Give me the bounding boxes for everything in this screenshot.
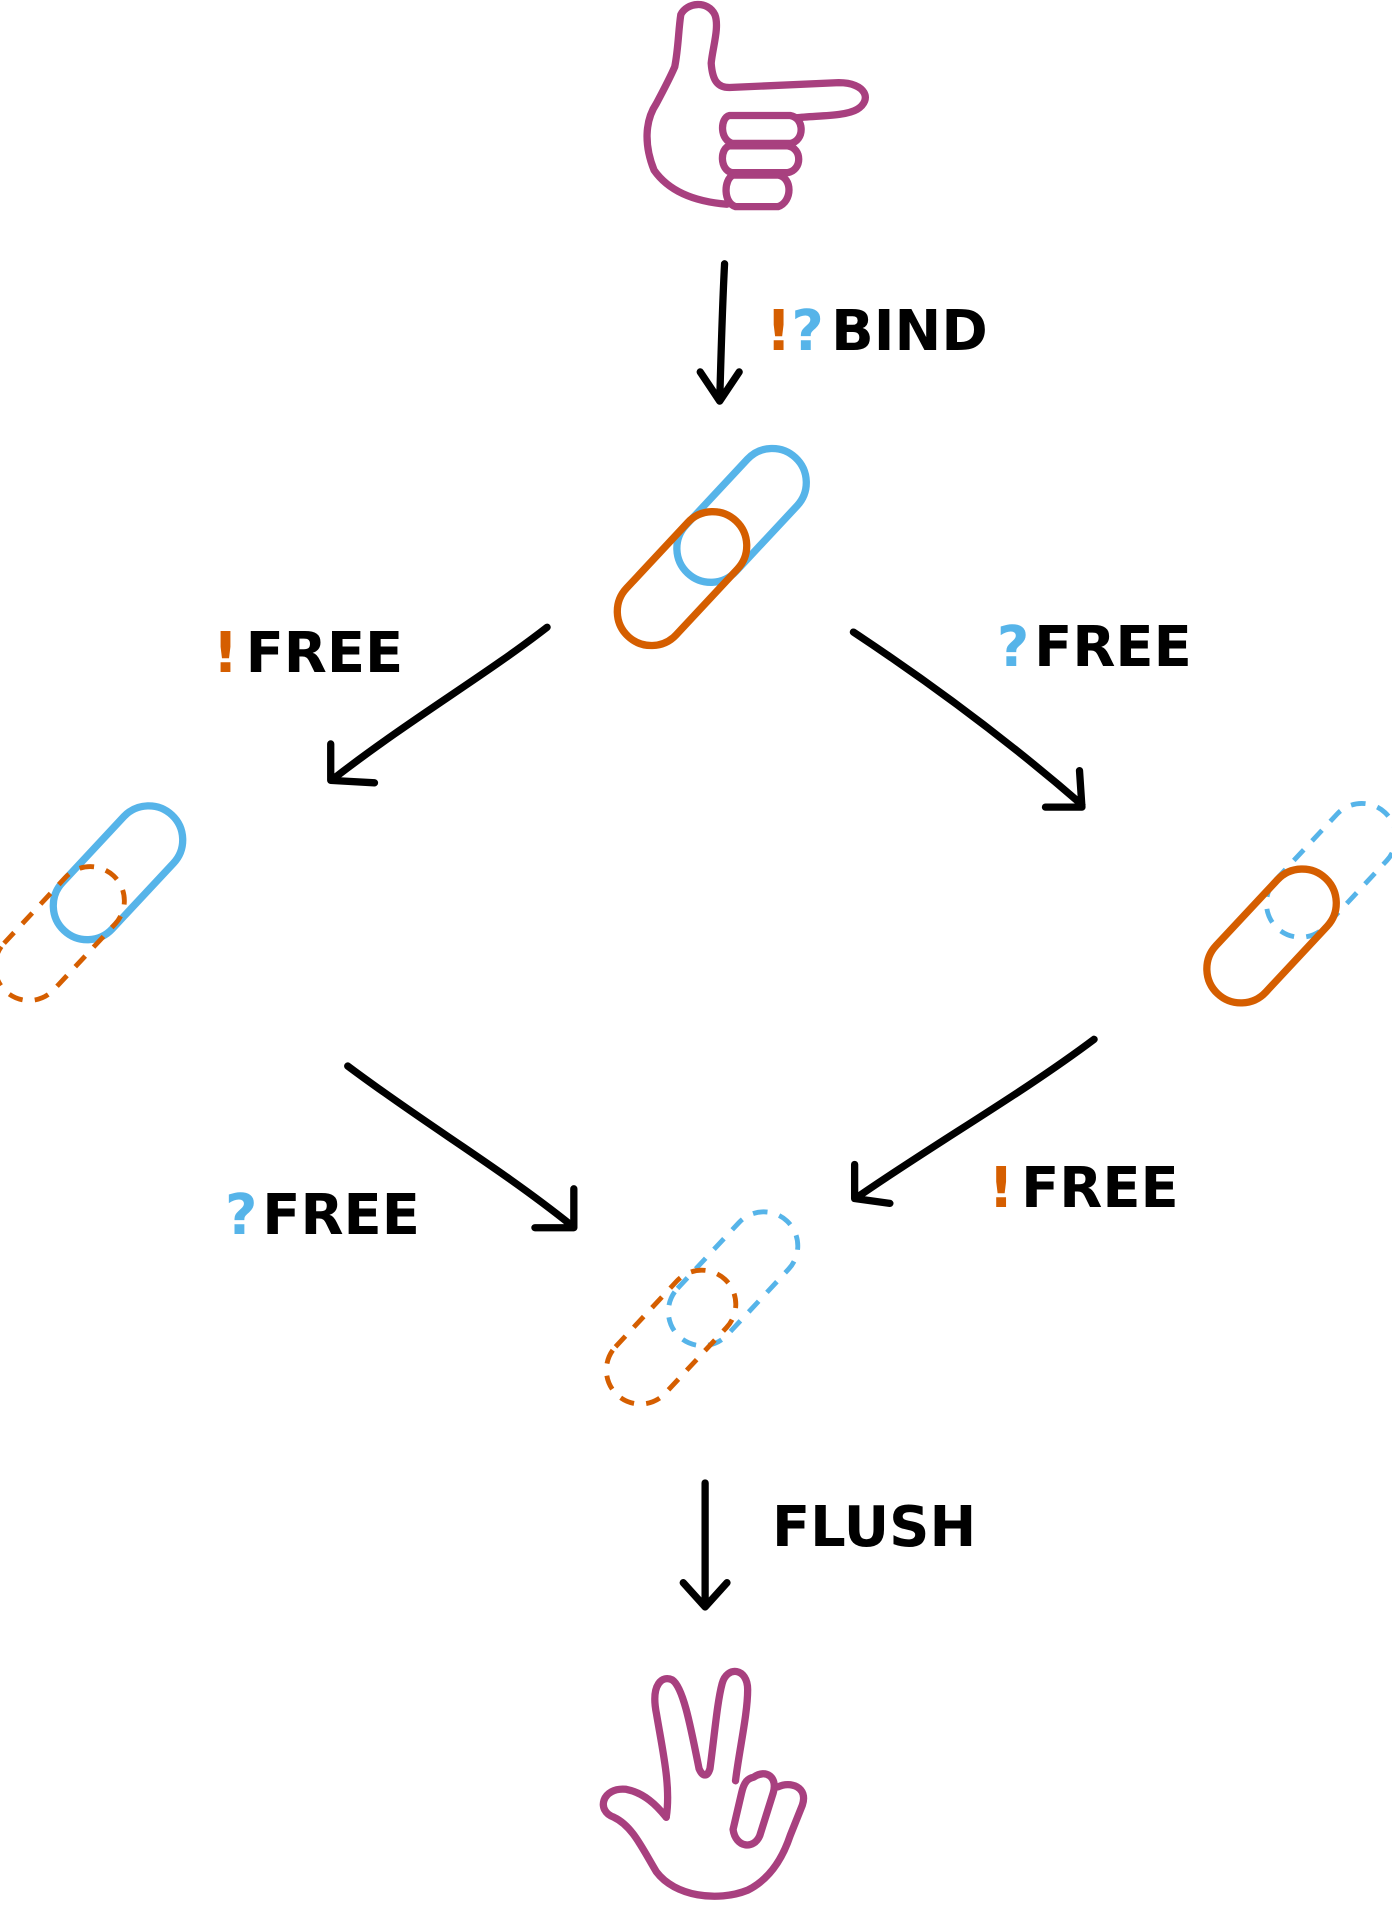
arrow-lower-left-shared-free <box>344 1062 578 1232</box>
label-bind: !?BIND <box>766 299 988 364</box>
label-right-shared-free: ?FREE <box>997 615 1192 680</box>
arrow-right-shared-free <box>849 628 1086 811</box>
label-flush: FLUSH <box>772 1495 976 1560</box>
arrow-lower-right-excl-free <box>850 1035 1098 1208</box>
arrow-left-excl-free <box>327 623 551 787</box>
arrow-flush <box>679 1479 731 1611</box>
label-lower-right-excl-free: !FREE <box>988 1156 1178 1221</box>
chain-link-icon <box>603 434 820 659</box>
pointing-hand-icon <box>643 0 869 211</box>
label-lower-left-shared-free: ?FREE <box>225 1183 420 1248</box>
arrow-bind <box>696 260 743 405</box>
chain-link-icon <box>1193 789 1392 1017</box>
chain-link-icon <box>592 1198 812 1418</box>
chain-link-icon <box>0 792 197 1015</box>
label-left-excl-free: !FREE <box>213 621 403 686</box>
victory-hand-icon <box>599 1667 808 1900</box>
